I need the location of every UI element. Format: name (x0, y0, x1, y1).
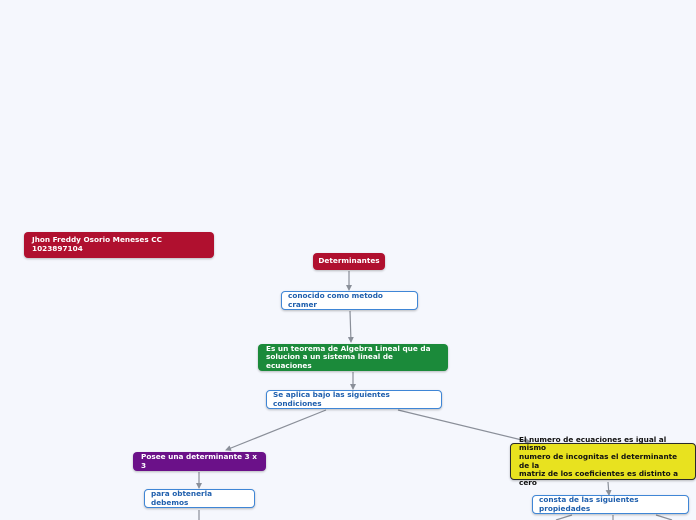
connector-applies-to-condition-a (225, 409, 327, 451)
root-node-determinantes[interactable]: Determinantes (313, 253, 385, 270)
properties-node[interactable]: consta de las siguientes propiedades (532, 495, 689, 514)
condition-b-node[interactable]: El numero de ecuaciones es igual al mism… (510, 435, 696, 487)
theorem-label-line1: Es un teorema de Algebra Lineal que da (266, 343, 431, 353)
known-as-label: conocido como metodo cramer (288, 290, 383, 309)
properties-label: consta de las siguientes propiedades (539, 494, 639, 513)
author-node[interactable]: Jhon Freddy Osorio Meneses CC 1023897104 (24, 232, 214, 258)
root-node-label: Determinantes (318, 256, 380, 266)
theorem-node[interactable]: Es un teorema de Algebra Lineal que da s… (258, 344, 448, 371)
condition-b-label-line2: numero de incognitas el determinante de … (519, 451, 678, 470)
theorem-label-line2: solucion a un sistema lineal de ecuacion… (266, 352, 393, 370)
connector-applies-to-condition-b (397, 409, 531, 444)
applies-node[interactable]: Se aplica bajo las siguientes condicione… (266, 390, 442, 409)
condition-b-label-line1: El numero de ecuaciones es igual al mism… (519, 434, 667, 453)
connector-properties-down-left (555, 514, 573, 520)
connector-known-as-to-theorem (347, 310, 354, 343)
obtain-label: para obtenerla debemos (151, 488, 213, 507)
author-id-text: 1023897104 (32, 244, 83, 253)
condition-b-label-line3: matriz de los coeficientes es distinto a… (519, 469, 679, 487)
known-as-node[interactable]: conocido como metodo cramer (281, 291, 418, 310)
applies-label: Se aplica bajo las siguientes condicione… (273, 389, 390, 408)
author-name-text: Jhon Freddy Osorio Meneses CC (32, 235, 162, 245)
condition-a-node[interactable]: Posee una determinante 3 x 3 (133, 452, 266, 471)
obtain-node[interactable]: para obtenerla debemos (144, 489, 255, 508)
condition-a-label: Posee una determinante 3 x 3 (141, 451, 257, 470)
connector-properties-down-right (655, 514, 673, 520)
